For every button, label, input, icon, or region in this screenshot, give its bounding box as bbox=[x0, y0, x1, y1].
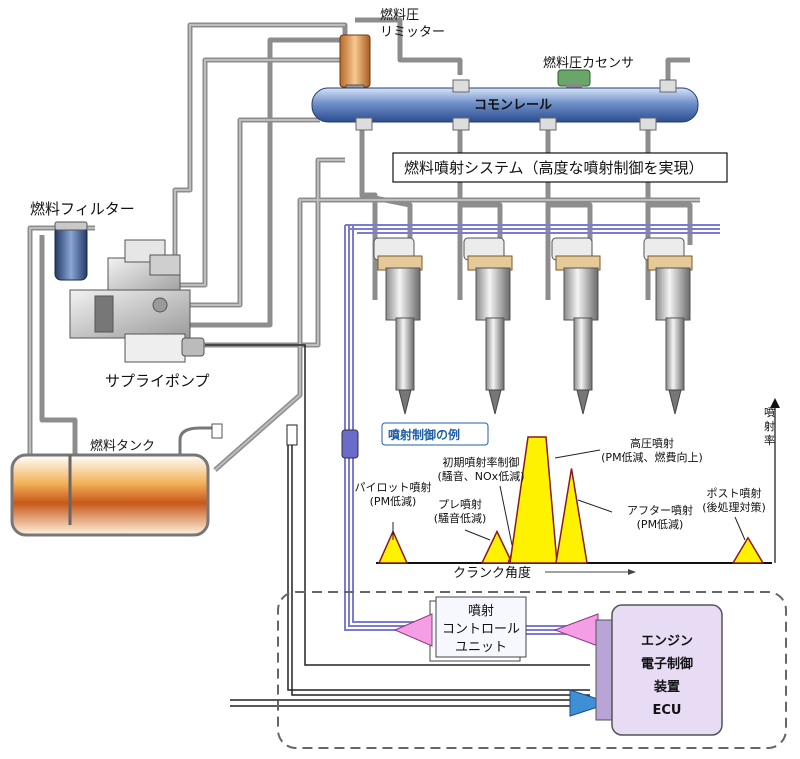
injector-3 bbox=[551, 237, 601, 415]
injection-rate-chart: 噴射制御の例 クランク角度 噴射率 パイロット噴射(PM低減)プレ噴射(騒音低減… bbox=[355, 398, 780, 581]
limiter-label-line2: リミッター bbox=[380, 25, 445, 40]
x-axis-label: クランク角度 bbox=[453, 565, 531, 581]
fuel-filter bbox=[54, 221, 88, 281]
peak-note-6: (後処理対策) bbox=[702, 500, 766, 514]
sensor-input-arrow-icon bbox=[569, 689, 612, 717]
peak-label-5: アフター噴射 bbox=[627, 503, 693, 517]
peak-2 bbox=[480, 529, 514, 564]
y-axis-arrow-icon bbox=[770, 398, 780, 408]
common-rail-label: コモンレール bbox=[474, 98, 552, 113]
fuel-pressure-limiter bbox=[339, 34, 371, 96]
injection-labels: パイロット噴射(PM低減)プレ噴射(騒音低減)初期噴射率制御(騒音、NOx低減)… bbox=[355, 436, 766, 546]
supply-pump bbox=[69, 239, 205, 363]
chart-title-box bbox=[381, 422, 489, 446]
peak-label-3: 初期噴射率制御 bbox=[443, 455, 520, 469]
supply-pump-label: サプライポンプ bbox=[105, 372, 210, 390]
wire-clip-icon bbox=[286, 424, 298, 446]
leader-line-5 bbox=[577, 499, 613, 513]
control-unit-line1: 噴射 bbox=[468, 603, 494, 619]
peak-label-6: ポスト噴射 bbox=[707, 486, 762, 500]
injector-2 bbox=[463, 237, 513, 415]
injection-peaks bbox=[377, 436, 765, 564]
leader-line-6 bbox=[734, 516, 746, 541]
arrow-from-ecu-icon bbox=[553, 613, 599, 647]
ecu-line1: エンジン bbox=[641, 634, 693, 649]
system-title: 燃料噴射システム（高度な噴射制御を実現） bbox=[404, 159, 704, 177]
peak-4 bbox=[509, 436, 558, 564]
peak-note-5: (PM低減) bbox=[637, 517, 684, 531]
common-rail bbox=[311, 79, 699, 131]
peak-note-2: (騒音低減) bbox=[434, 511, 487, 525]
control-unit-box bbox=[435, 596, 527, 658]
ecu-line4: ECU bbox=[653, 703, 682, 718]
connector-icon bbox=[341, 429, 359, 459]
limiter-label-line1: 燃料圧 bbox=[380, 7, 419, 23]
fuel-pressure-sensor bbox=[557, 69, 591, 90]
y-axis-label: 噴射率 bbox=[764, 406, 775, 447]
injector-1 bbox=[373, 237, 423, 415]
injector-4 bbox=[643, 237, 693, 415]
ecu-line3: 装置 bbox=[653, 679, 680, 695]
peak-label-2: プレ噴射 bbox=[438, 497, 482, 511]
peak-6 bbox=[731, 536, 765, 564]
arrow-to-injectors-icon bbox=[393, 613, 433, 647]
leader-line-4 bbox=[554, 449, 601, 459]
x-axis-arrow-icon bbox=[628, 569, 636, 575]
peak-1 bbox=[377, 529, 409, 564]
fuel-filter-label: 燃料フィルター bbox=[30, 200, 135, 218]
peak-note-1: (PM低減) bbox=[370, 494, 417, 508]
injectors bbox=[373, 237, 693, 415]
leader-line-3 bbox=[499, 485, 513, 546]
fuel-tank-label: 燃料タンク bbox=[90, 438, 155, 454]
peak-note-4: (PM低減、燃費向上) bbox=[601, 450, 703, 464]
pressure-sensor-label: 燃料圧カセンサ bbox=[543, 55, 634, 71]
peak-label-1: パイロット噴射 bbox=[355, 480, 432, 494]
control-unit-line3: ユニット bbox=[455, 640, 507, 655]
system-title-box bbox=[392, 152, 728, 183]
chart-title: 噴射制御の例 bbox=[388, 427, 460, 442]
sensor-wires bbox=[205, 344, 590, 707]
injection-control-unit: 噴射 コントロール ユニット bbox=[429, 596, 527, 662]
peak-5 bbox=[555, 468, 588, 564]
fuel-tank bbox=[10, 423, 223, 537]
leader-line-2 bbox=[464, 529, 491, 541]
ecu-line2: 電子制御 bbox=[641, 656, 693, 672]
control-area bbox=[277, 591, 787, 749]
peak-label-4: 高圧噴射 bbox=[630, 436, 674, 450]
ecu: エンジン 電子制御 装置 ECU bbox=[595, 604, 723, 736]
peak-note-3: (騒音、NOx低減) bbox=[438, 469, 525, 483]
control-unit-line2: コントロール bbox=[442, 622, 520, 637]
